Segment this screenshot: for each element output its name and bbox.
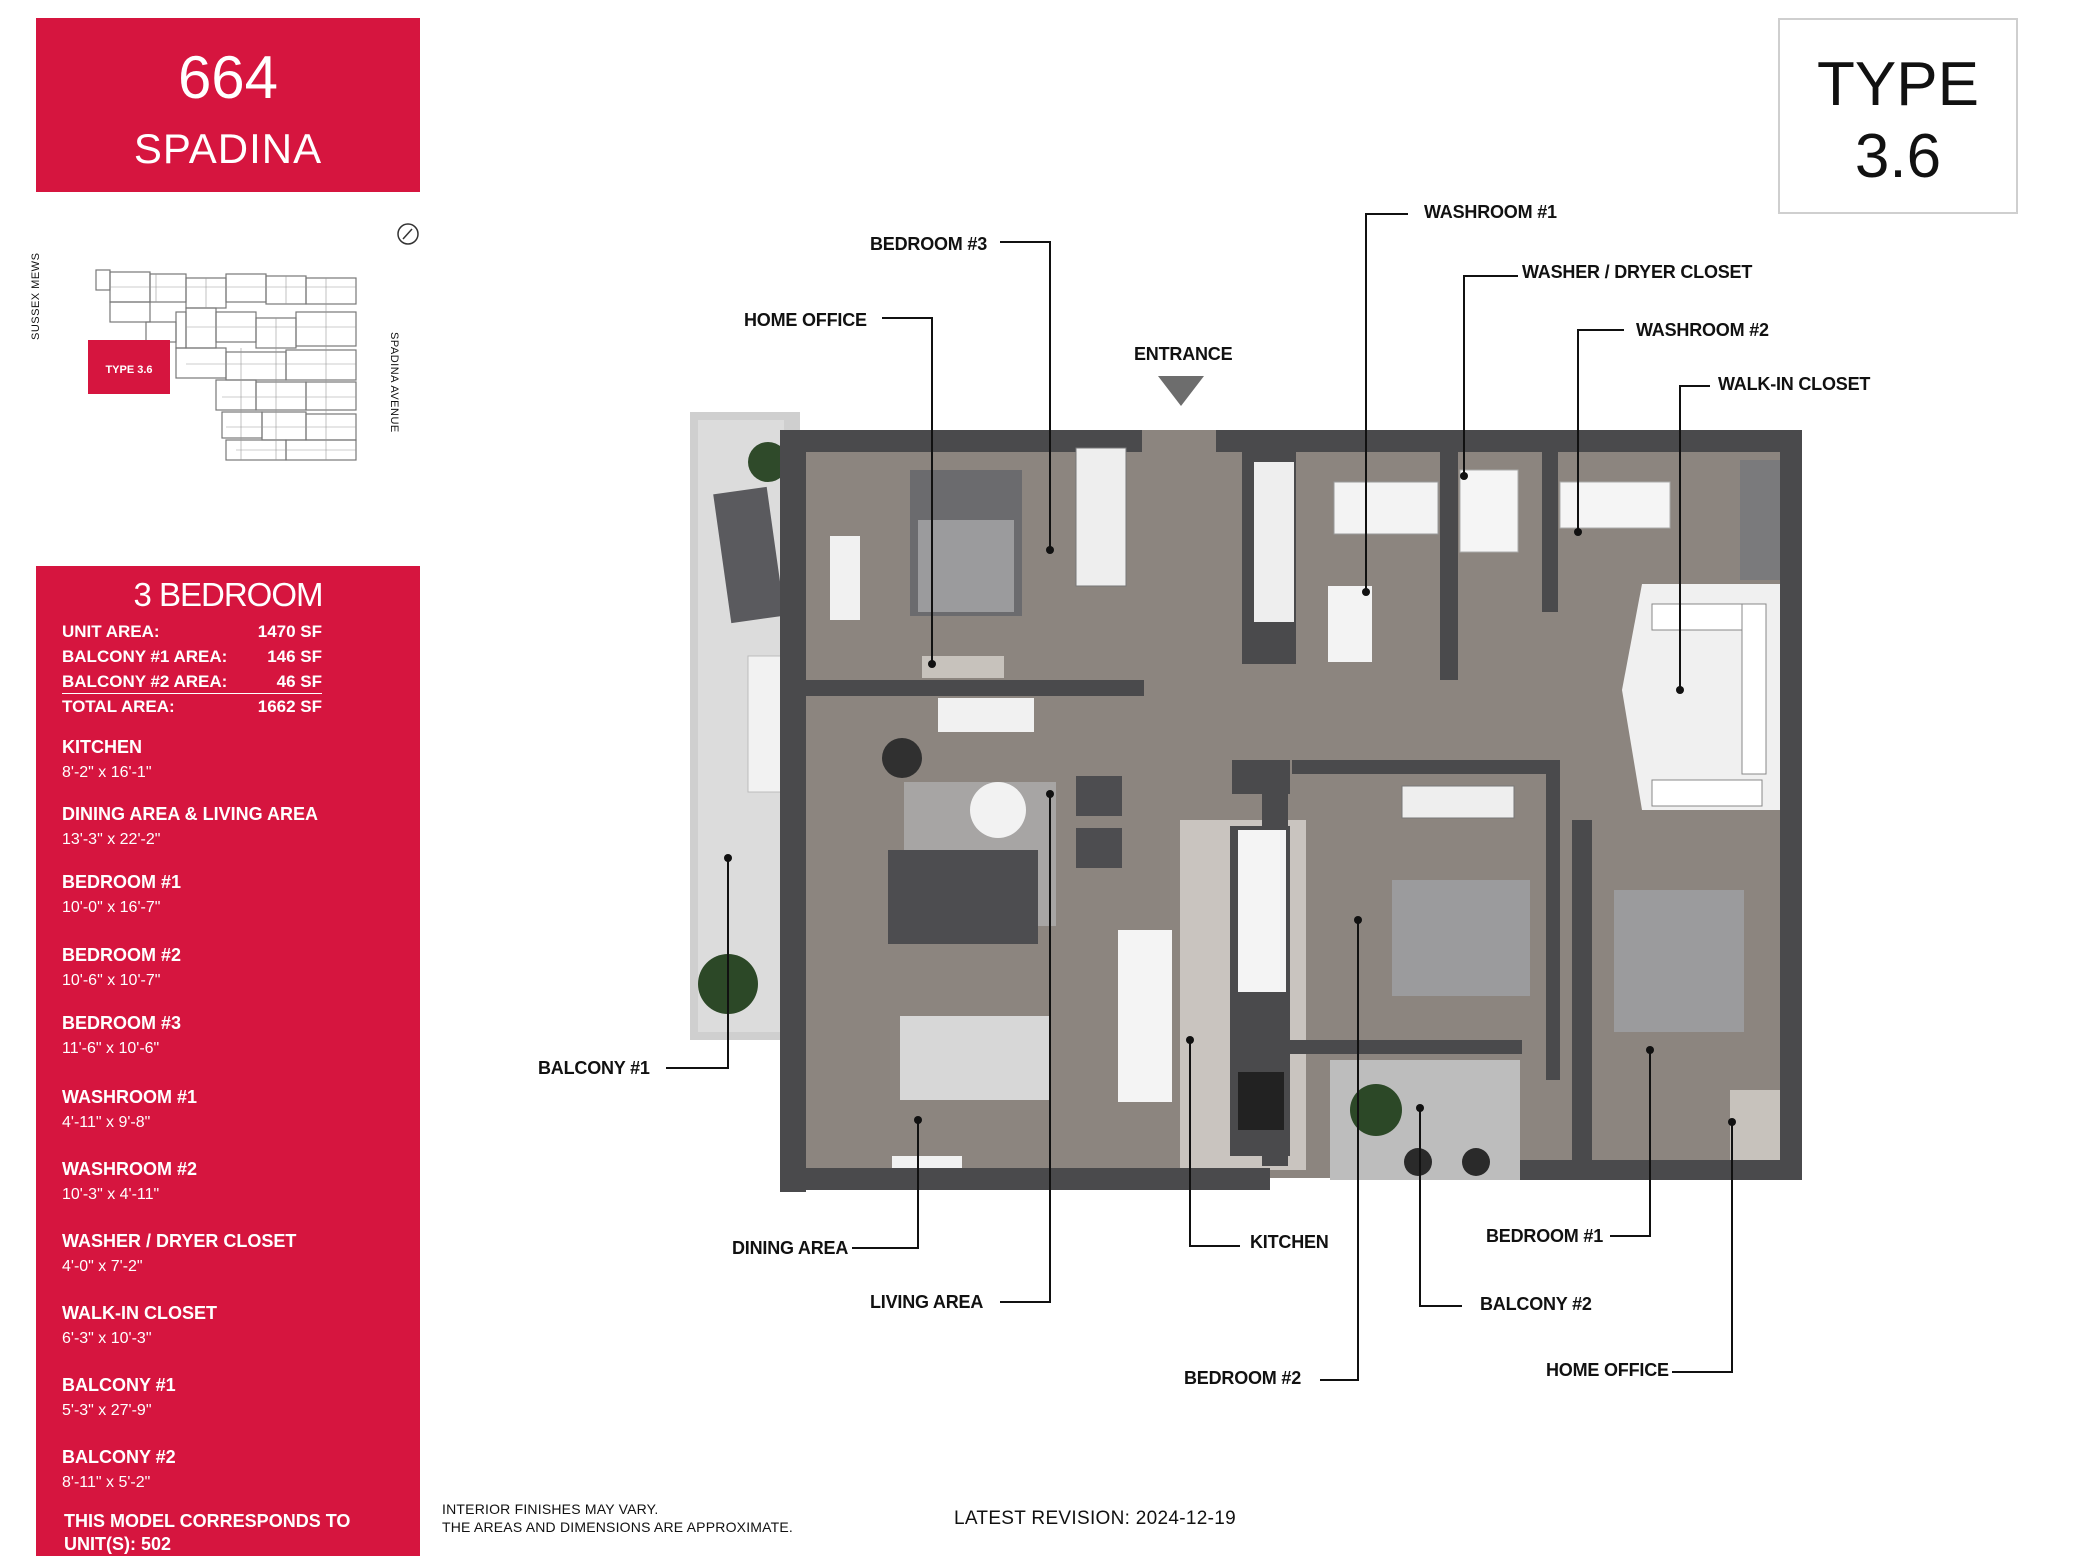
room-spec: BEDROOM #1 10'-0" x 16'-7" [62, 871, 181, 918]
room-dims: 4'-0" x 7'-2" [62, 1257, 143, 1275]
room-dims: 10'-0" x 16'-7" [62, 898, 161, 916]
building-outline [95, 269, 357, 461]
room-dims: 8'-11" x 5'-2" [62, 1473, 151, 1491]
callout-bedroom-1: BEDROOM #1 [1486, 1226, 1604, 1246]
room-dims: 10'-3" x 4'-11" [62, 1185, 160, 1203]
unit-type-label: TYPE [1817, 50, 1979, 119]
room-dims: 4'-11" x 9'-8" [62, 1113, 151, 1131]
unit-type-box: TYPE 3.6 [1778, 18, 2018, 214]
unit-type-number: 3.6 [1854, 122, 1942, 191]
bedroom-count-heading: 3 BEDROOM [133, 576, 323, 613]
building-number: 664 [177, 44, 279, 111]
disclaimer-line: INTERIOR FINISHES MAY VARY. [442, 1501, 659, 1517]
area-label: UNIT AREA: [62, 622, 160, 641]
entrance-arrow-icon [1158, 376, 1204, 406]
building-name: SPADINA [133, 125, 323, 172]
room-spec: WASHROOM #1 4'-11" x 9'-8" [62, 1086, 197, 1133]
callout-washer-dryer-closet: WASHER / DRYER CLOSET [1522, 262, 1753, 282]
unit-highlight-label: TYPE 3.6 [105, 364, 152, 376]
room-dims: 6'-3" x 10'-3" [62, 1329, 152, 1347]
callout-washroom-1: WASHROOM #1 [1424, 202, 1557, 222]
area-label: TOTAL AREA: [62, 697, 175, 716]
callout-dots [724, 472, 1736, 1126]
unit-highlight [88, 340, 170, 394]
room-name: BEDROOM #1 [62, 872, 182, 892]
room-name: BALCONY #2 [62, 1447, 176, 1467]
callout-balcony-2: BALCONY #2 [1480, 1294, 1592, 1314]
callout-balcony-1: BALCONY #1 [538, 1058, 650, 1078]
room-name: WASHROOM #1 [62, 1087, 198, 1107]
room-name: WASHROOM #2 [62, 1159, 198, 1179]
room-name: WASHER / DRYER CLOSET [62, 1231, 297, 1251]
area-value: 1470 SF [257, 622, 322, 641]
room-name: BEDROOM #2 [62, 945, 182, 965]
bedroom-1 [1614, 890, 1780, 1160]
compass-icon [397, 223, 419, 245]
callout-home-office: HOME OFFICE [744, 310, 867, 330]
callout-bedroom-3: BEDROOM #3 [870, 234, 988, 254]
room-spec: KITCHEN 8'-2" x 16'-1" [62, 736, 152, 783]
room-spec: WASHER / DRYER CLOSET 4'-0" x 7'-2" [62, 1230, 296, 1277]
room-spec: BEDROOM #2 10'-6" x 10'-7" [62, 944, 181, 991]
callout-leaders [666, 213, 1733, 1381]
area-label: BALCONY #1 AREA: [62, 647, 228, 666]
area-value: 146 SF [267, 647, 322, 666]
callout-washroom-2: WASHROOM #2 [1636, 320, 1769, 340]
area-label: BALCONY #2 AREA: [62, 672, 228, 691]
balcony-2-area [1350, 1084, 1490, 1176]
callout-walk-in-closet: WALK-IN CLOSET [1718, 374, 1871, 394]
room-name: DINING AREA & LIVING AREA [62, 804, 319, 824]
model-note-line: THIS MODEL CORRESPONDS TO [64, 1511, 351, 1531]
room-dims: 5'-3" x 27'-9" [62, 1401, 152, 1419]
callout-living-area: LIVING AREA [870, 1292, 984, 1312]
kitchen [1118, 826, 1290, 1156]
callout-home-office-bedroom-1: HOME OFFICE [1546, 1360, 1669, 1380]
room-dims: 13'-3" x 22'-2" [62, 830, 161, 848]
area-value: 1662 SF [257, 697, 322, 716]
building-hatching [110, 274, 356, 460]
room-spec: BALCONY #1 5'-3" x 27'-9" [62, 1374, 176, 1421]
room-dims: 10'-6" x 10'-7" [62, 971, 161, 989]
model-note-units: UNIT(S): 502 [64, 1533, 172, 1554]
callout-kitchen: KITCHEN [1250, 1232, 1329, 1252]
washer-dryer-closet [1459, 469, 1519, 553]
room-spec: WASHROOM #2 10'-3" x 4'-11" [62, 1158, 197, 1205]
room-spec: WALK-IN CLOSET 6'-3" x 10'-3" [62, 1302, 217, 1349]
bedroom-2 [1392, 785, 1530, 996]
walk-in-closet [1622, 584, 1780, 810]
area-row: BALCONY #2 AREA: 46 SF [62, 672, 322, 694]
room-spec: BEDROOM #3 11'-6" x 10'-6" [62, 1012, 181, 1059]
disclaimer-line: THE AREAS AND DIMENSIONS ARE APPROXIMATE… [442, 1519, 794, 1536]
room-dims: 11'-6" x 10'-6" [62, 1039, 160, 1057]
model-note: THIS MODEL CORRESPONDS TO UNIT(S): 502 [64, 1510, 350, 1555]
room-name: BALCONY #1 [62, 1375, 176, 1395]
bedroom-3 [830, 447, 1127, 678]
disclaimer: INTERIOR FINISHES MAY VARY. THE AREAS AN… [442, 1500, 793, 1536]
key-plan: TYPE 3.6 [88, 223, 419, 461]
living-area [882, 698, 1122, 944]
spec-panel: 3 BEDROOM UNIT AREA: 1470 SF BALCONY #1 … [36, 566, 420, 1556]
room-name: BEDROOM #3 [62, 1013, 182, 1033]
room-spec: BALCONY #2 8'-11" x 5'-2" [62, 1446, 176, 1493]
balcony-1-area [690, 412, 800, 1040]
revision-date: LATEST REVISION: 2024-12-19 [954, 1508, 1236, 1529]
callout-entrance: ENTRANCE [1134, 344, 1233, 364]
dining-area [892, 1016, 1050, 1168]
room-spec: DINING AREA & LIVING AREA 13'-3" x 22'-2… [62, 803, 318, 850]
brand-box: 664 SPADINA [36, 18, 420, 192]
callout-bedroom-2: BEDROOM #2 [1184, 1368, 1302, 1388]
room-dims: 8'-2" x 16'-1" [62, 763, 152, 781]
callout-dining-area: DINING AREA [732, 1238, 849, 1258]
room-name: KITCHEN [62, 737, 142, 757]
room-name: WALK-IN CLOSET [62, 1303, 217, 1323]
washroom-1 [1242, 452, 1439, 664]
area-value: 46 SF [276, 672, 322, 691]
